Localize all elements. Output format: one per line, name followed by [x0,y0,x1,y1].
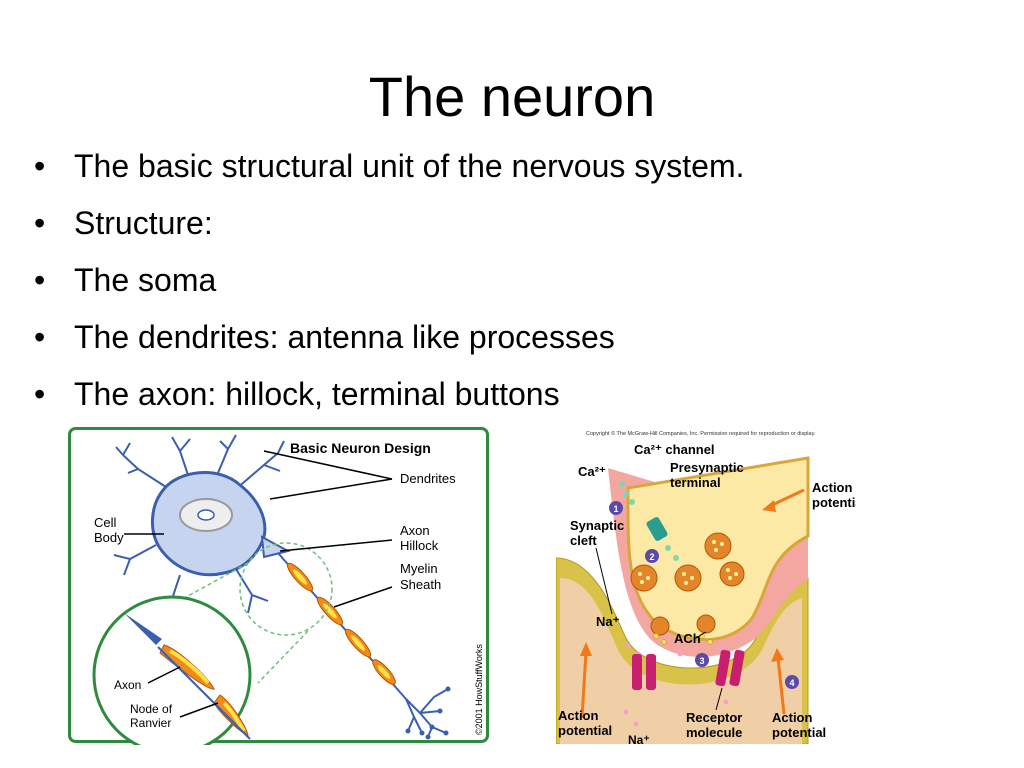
bullet-glyph: • [34,205,46,241]
bullet-text: The soma [74,262,217,298]
inset-myelin [159,644,249,736]
bullet-text: Structure: [74,205,213,241]
label-action-potential-right-2: potential [772,725,826,740]
label-ca: Ca²⁺ [578,464,606,479]
bullet-item: • The axon: hillock, terminal buttons [34,366,745,423]
zoom-circle-small [239,542,333,636]
action-potential-arrows [580,488,805,719]
label-action-potential-left-2: potential [558,723,612,738]
synapse-figure: Copyright © The McGraw-Hill Companies, I… [556,428,856,744]
credit-text: ©2001 HowStuffWorks [474,644,484,735]
synapse-diagram: Copyright © The McGraw-Hill Companies, I… [556,430,856,744]
calcium-channel [646,517,668,541]
bullet-item: • The soma [34,252,745,309]
label-ca-channel: Ca²⁺ channel [634,442,715,457]
calcium-ions [619,481,679,561]
label-synaptic-cleft-1: Synaptic [570,518,624,533]
label-node-2: Ranvier [130,716,171,730]
label-presynaptic-2: terminal [670,475,721,490]
label-na: Na⁺ [596,614,620,629]
label-action-potential-top-1: Action [812,480,853,495]
bullet-text: The dendrites: antenna like processes [74,319,615,355]
bullet-glyph: • [34,148,46,184]
label-dendrites: Dendrites [400,471,456,486]
label-receptor-2: molecule [686,725,742,740]
label-node-1: Node of [130,702,173,716]
label-synaptic-cleft-2: cleft [570,533,597,548]
bullet-item: • Structure: [34,195,745,252]
label-cell: Cell [94,515,117,530]
label-axon-hillock-2: Hillock [400,538,439,553]
step-4: 4 [789,678,794,688]
bullet-item: • The basic structural unit of the nervou… [34,138,745,195]
bullet-text: The axon: hillock, terminal buttons [74,376,560,412]
vesicle-dots [638,540,738,585]
label-action-potential-right-1: Action [772,710,813,725]
axon-terminals [405,688,449,738]
neuron-design-figure: Basic Neuron Design [68,427,490,745]
label-myelin-1: Myelin [400,561,438,576]
step-2: 2 [649,552,654,562]
step-3: 3 [699,656,704,666]
step-1: 1 [613,504,618,514]
bullet-glyph: • [34,262,46,298]
neuron-design-diagram: Basic Neuron Design [68,427,489,745]
label-na-bottom: Na⁺ [628,733,650,744]
label-presynaptic-1: Presynaptic [670,460,744,475]
inset-hillock [124,613,162,645]
synapse-pointer-lines [595,547,723,711]
figure-title: Basic Neuron Design [290,440,431,456]
bullet-glyph: • [34,319,46,355]
myelin-segments [286,562,396,685]
bullet-text: The basic structural unit of the nervous… [74,148,745,184]
label-body: Body [94,530,124,545]
inset-axon [157,646,251,740]
synaptic-vesicles [630,532,745,636]
arrow-heads [580,500,784,662]
bullet-list: • The basic structural unit of the nervou… [34,138,745,423]
ach-molecules [653,633,713,645]
postsynaptic-cytoplasm [560,578,802,744]
label-myelin-2: Sheath [400,577,441,592]
label-axon: Axon [114,678,141,692]
bullet-glyph: • [34,376,46,412]
terminal-buttons [405,686,451,740]
copyright-text: Copyright © The McGraw-Hill Companies, I… [586,430,816,437]
slide-title: The neuron [368,65,656,128]
label-receptor-1: Receptor [686,710,742,725]
label-action-potential-top-2: potential [812,495,856,510]
bullet-item: • The dendrites: antenna like processes [34,309,745,366]
nucleolus [197,509,215,521]
label-ach: ACh [674,631,701,646]
receptor-molecules [632,649,745,690]
label-axon-hillock-1: Axon [400,523,430,538]
step-badges [609,501,799,689]
label-action-potential-left-1: Action [558,708,599,723]
pointer-lines [124,450,393,718]
